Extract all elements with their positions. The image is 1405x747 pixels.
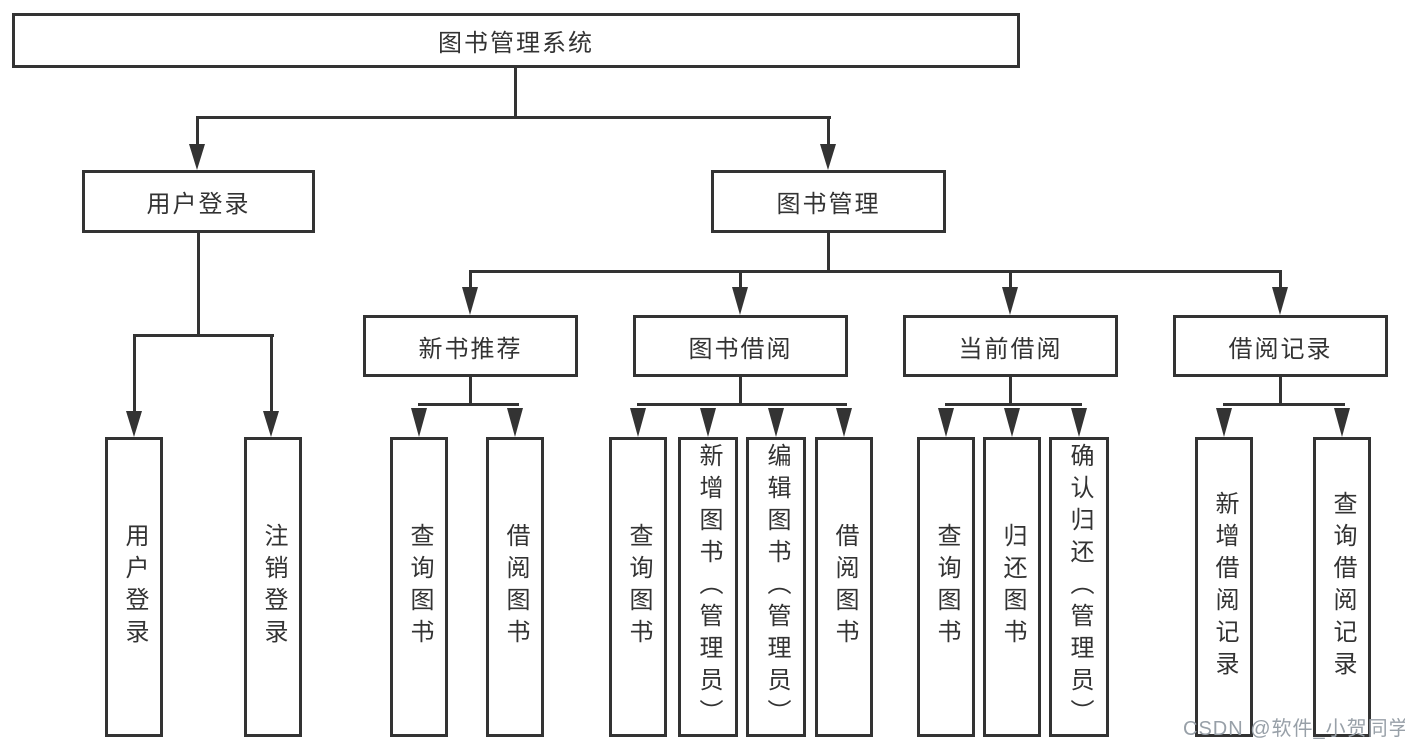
arrow-down-icon — [411, 408, 427, 437]
csdn-watermark: CSDN @软件_小贺同学 — [1183, 718, 1405, 740]
leaf-user-login: 用户登录 — [105, 437, 163, 737]
connector-line — [196, 118, 199, 148]
node-user-login: 用户登录 — [82, 170, 315, 233]
leaf-edit-books-admin: 编辑图书（管理员） — [746, 437, 806, 737]
connector-line — [1009, 272, 1012, 289]
leaf-confirm-return-admin: 确认归还（管理员） — [1049, 437, 1109, 737]
arrow-down-icon — [1216, 408, 1232, 437]
node-label: 注销登录 — [260, 523, 287, 651]
connector-line — [469, 272, 472, 289]
connector-line — [469, 377, 472, 406]
node-label: 用户登录 — [121, 523, 148, 651]
connector-line — [133, 336, 136, 412]
node-label: 新书推荐 — [418, 335, 523, 363]
arrow-down-icon — [700, 408, 716, 437]
leaf-query-borrow-record: 查询借阅记录 — [1313, 437, 1371, 737]
node-label: 图书管理 — [776, 191, 881, 218]
arrow-down-icon — [820, 144, 836, 170]
leaf-query-books-current: 查询图书 — [917, 437, 975, 737]
node-current-borrowing: 当前借阅 — [903, 315, 1118, 377]
node-label: 查询图书 — [406, 523, 433, 651]
arrow-down-icon — [768, 408, 784, 437]
arrow-down-icon — [1002, 287, 1018, 315]
arrow-down-icon — [126, 411, 142, 437]
connector-line — [1279, 377, 1282, 406]
connector-line — [827, 233, 830, 271]
node-label: 新增借阅记录 — [1211, 491, 1238, 683]
connector-line — [637, 403, 847, 406]
node-label: 图书管理系统 — [438, 30, 594, 57]
leaf-return-books: 归还图书 — [983, 437, 1041, 737]
leaf-borrow-books: 借阅图书 — [815, 437, 873, 737]
connector-line — [196, 116, 831, 119]
node-label: 查询图书 — [625, 523, 652, 651]
node-book-management: 图书管理 — [711, 170, 946, 233]
arrow-down-icon — [462, 287, 478, 315]
arrow-down-icon — [189, 144, 205, 170]
node-label: 查询图书 — [933, 523, 960, 651]
node-label: 归还图书 — [999, 523, 1026, 651]
arrow-down-icon — [1004, 408, 1020, 437]
node-label: 编辑图书（管理员） — [763, 443, 790, 731]
connector-line — [418, 403, 519, 406]
leaf-logout: 注销登录 — [244, 437, 302, 737]
leaf-borrow-books-recommend: 借阅图书 — [486, 437, 544, 737]
leaf-query-books-recommend: 查询图书 — [390, 437, 448, 737]
connector-line — [1009, 377, 1012, 406]
connector-line — [739, 377, 742, 406]
node-label: 新增图书（管理员） — [695, 443, 722, 731]
connector-line — [469, 270, 1282, 273]
connector-line — [133, 334, 274, 337]
node-book-borrowing: 图书借阅 — [633, 315, 848, 377]
arrow-down-icon — [263, 411, 279, 437]
connector-line — [270, 336, 273, 412]
node-label: 当前借阅 — [958, 335, 1063, 363]
leaf-add-books-admin: 新增图书（管理员） — [678, 437, 738, 737]
node-label: 用户登录 — [146, 191, 251, 218]
connector-line — [739, 272, 742, 289]
node-borrowing-records: 借阅记录 — [1173, 315, 1388, 377]
arrow-down-icon — [1272, 287, 1288, 315]
node-label: 确认归还（管理员） — [1066, 443, 1093, 731]
node-label: 查询借阅记录 — [1329, 491, 1356, 683]
arrow-down-icon — [1071, 408, 1087, 437]
arrow-down-icon — [836, 408, 852, 437]
connector-line — [514, 68, 517, 117]
connector-line — [945, 403, 1082, 406]
arrow-down-icon — [938, 408, 954, 437]
connector-line — [1223, 403, 1345, 406]
node-label: 借阅图书 — [831, 523, 858, 651]
connector-line — [197, 233, 200, 335]
leaf-add-borrow-record: 新增借阅记录 — [1195, 437, 1253, 737]
arrow-down-icon — [1334, 408, 1350, 437]
node-new-book-recommend: 新书推荐 — [363, 315, 578, 377]
arrow-down-icon — [507, 408, 523, 437]
arrow-down-icon — [732, 287, 748, 315]
node-label: 借阅记录 — [1228, 335, 1333, 363]
arrow-down-icon — [630, 408, 646, 437]
connector-line — [1279, 272, 1282, 289]
leaf-query-books-borrowing: 查询图书 — [609, 437, 667, 737]
connector-line — [827, 118, 830, 148]
node-label: 图书借阅 — [688, 335, 793, 363]
node-library-management-system: 图书管理系统 — [12, 13, 1020, 68]
node-label: 借阅图书 — [502, 523, 529, 651]
